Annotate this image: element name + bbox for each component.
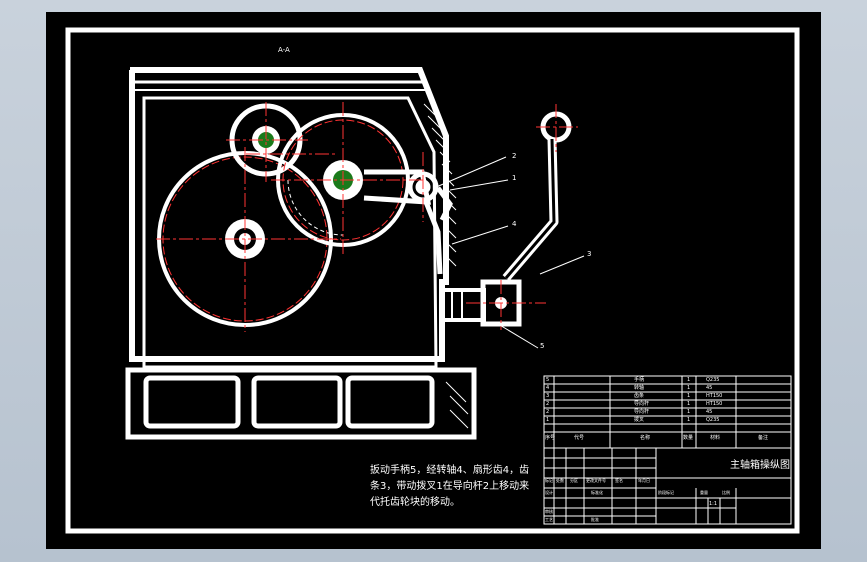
tb-label-stage: 阶段标记	[658, 490, 674, 495]
part-material: 45	[706, 385, 713, 391]
tb-label-process: 工艺	[545, 517, 553, 522]
scale-value: 1:1	[709, 501, 718, 507]
tb-label-zone: 分区	[570, 478, 578, 483]
parts-list-table	[543, 375, 792, 525]
tb-label-change-doc: 更改文件号	[586, 478, 606, 483]
leader-number-2: 2	[512, 152, 517, 160]
part-qty: 1	[687, 385, 691, 391]
tb-label-date: 年月日	[638, 478, 650, 483]
part-qty: 1	[687, 409, 691, 415]
drawing-sheet: A-A 2 1 4 3 5 扳动手柄5，经转轴4、扇形齿4，齿 条3，带动拨叉1…	[46, 12, 821, 549]
section-view-label: A-A	[278, 46, 290, 54]
part-material: HT150	[706, 401, 723, 407]
parts-list-numbers: 5 4 3 2 2 1	[546, 376, 549, 424]
part-name: 转轴	[634, 385, 645, 391]
tb-label-approve: 批准	[591, 517, 599, 522]
lever-handle	[440, 111, 572, 327]
tb-label-scale: 比例	[722, 490, 730, 495]
tb-label-count: 处数	[556, 478, 564, 483]
drawing-title: 主轴箱操纵图	[730, 460, 790, 471]
header-name: 名称	[640, 435, 651, 441]
tb-label-standard: 标准化	[591, 490, 603, 495]
part-material: HT150	[706, 393, 723, 399]
header-material: 材料	[710, 435, 721, 441]
operation-note: 扳动手柄5，经转轴4、扇形齿4，齿 条3，带动拨叉1在导向杆2上移动来 代托齿轮…	[370, 463, 529, 511]
header-remark: 备注	[758, 435, 769, 441]
tb-label-review: 审核	[545, 509, 553, 514]
part-name: 导向杆	[634, 409, 650, 415]
part-no: 2	[546, 401, 550, 407]
tb-label-weight: 重量	[700, 490, 708, 495]
part-material: Q235	[706, 417, 720, 423]
part-name: 手柄	[634, 377, 645, 383]
leader-number-4: 4	[512, 220, 517, 228]
part-name: 拨叉	[634, 417, 645, 423]
part-qty: 1	[687, 401, 691, 407]
leader-number-3: 3	[587, 250, 592, 258]
part-qty: 1	[687, 377, 691, 383]
parts-list-qty: 1 1 1 1 1 1	[687, 376, 690, 424]
header-no: 序号	[545, 435, 556, 441]
tb-label-sign: 签名	[615, 478, 623, 483]
parts-list-material: Q235 45 HT150 HT150 45 Q235	[706, 376, 722, 424]
gearbox-housing	[129, 67, 449, 369]
base-compartments	[125, 367, 477, 440]
part-no: 4	[546, 385, 550, 391]
leader-lines	[433, 156, 585, 349]
parts-list-names: 手柄 转轴 齿条 导向杆 导向杆 拨叉	[634, 376, 649, 424]
part-material: Q235	[706, 377, 720, 383]
border-frame	[65, 27, 800, 534]
leader-number-5: 5	[540, 342, 545, 350]
center-lines	[156, 102, 578, 332]
part-qty: 1	[687, 417, 691, 423]
header-qty: 数量	[683, 435, 694, 441]
leader-number-1: 1	[512, 174, 517, 182]
part-no: 2	[546, 409, 550, 415]
note-line: 条3，带动拨叉1在导向杆2上移动来	[370, 481, 530, 492]
drawing-canvas	[65, 27, 800, 534]
tb-label-mark: 标记	[545, 478, 553, 483]
part-name: 导向杆	[634, 401, 650, 407]
header-code: 代号	[574, 435, 585, 441]
part-no: 3	[546, 393, 550, 399]
part-qty: 1	[687, 393, 691, 399]
note-line: 扳动手柄5，经转轴4、扇形齿4，齿	[370, 465, 530, 476]
part-material: 45	[706, 409, 713, 415]
note-line: 代托齿轮块的移动。	[370, 497, 460, 508]
part-no: 5	[546, 377, 550, 383]
part-no: 1	[546, 417, 550, 423]
part-name: 齿条	[634, 393, 645, 399]
tb-label-design: 设计	[545, 490, 553, 495]
